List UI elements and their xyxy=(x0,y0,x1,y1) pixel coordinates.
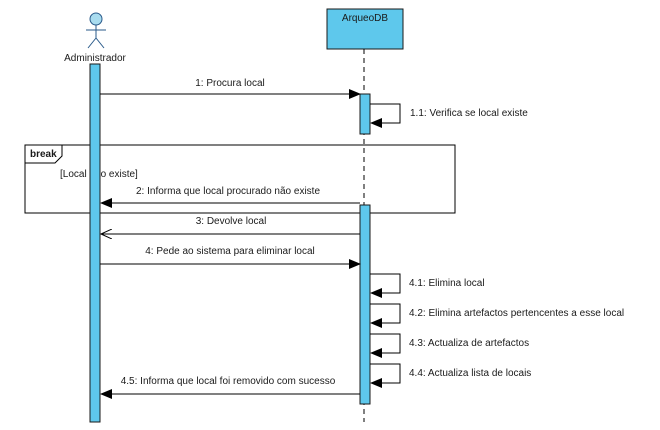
message-4-2-arrow xyxy=(370,303,401,328)
message-4-1-label: 4.1: Elimina local xyxy=(409,278,485,289)
actor-head-icon xyxy=(89,12,103,26)
message-4-4-arrow xyxy=(370,363,401,388)
message-2-label: 2: Informa que local procurado não exist… xyxy=(136,186,320,197)
actor-leg-right-icon xyxy=(95,37,105,49)
message-4[interactable]: 4: Pede ao sistema para eliminar local xyxy=(100,246,361,269)
message-4-2[interactable]: 4.2: Elimina artefactos pertencentes a e… xyxy=(370,303,624,328)
message-1-1-arrow xyxy=(370,103,401,128)
message-1[interactable]: 1: Procura local xyxy=(100,78,361,99)
message-4-2-label: 4.2: Elimina artefactos pertencentes a e… xyxy=(409,308,624,319)
actor-activation-bar xyxy=(89,63,101,423)
message-4-5[interactable]: 4.5: Informa que local foi removido com … xyxy=(100,376,360,399)
fragment-operator: break xyxy=(30,149,57,160)
message-4-4-label: 4.4: Actualiza lista de locais xyxy=(409,368,531,379)
message-2[interactable]: 2: Informa que local procurado não exist… xyxy=(100,186,360,208)
fragment-label-tab xyxy=(24,144,63,164)
message-4-1[interactable]: 4.1: Elimina local xyxy=(370,273,485,298)
fragment-frame xyxy=(24,144,456,214)
object-arqueodb[interactable]: ArqueoDB xyxy=(326,8,404,50)
message-4-3[interactable]: 4.3: Actualiza de artefactos xyxy=(370,333,529,358)
message-4-3-arrow xyxy=(370,333,401,358)
message-4-4[interactable]: 4.4: Actualiza lista de locais xyxy=(370,363,531,388)
message-3[interactable]: 3: Devolve local xyxy=(101,216,360,234)
message-4-3-label: 4.3: Actualiza de artefactos xyxy=(409,338,529,349)
object-activation-bar-2 xyxy=(359,204,371,405)
object-box xyxy=(326,8,404,50)
message-4-5-label: 4.5: Informa que local foi removido com … xyxy=(121,376,336,387)
message-4-label: 4: Pede ao sistema para eliminar local xyxy=(145,246,315,257)
message-4-1-arrow xyxy=(370,273,401,298)
message-1-label: 1: Procura local xyxy=(195,78,264,89)
message-3-label: 3: Devolve local xyxy=(196,216,267,227)
actor-leg-left-icon xyxy=(87,37,97,49)
actor-administrador[interactable]: Administrador xyxy=(64,12,127,64)
message-1-1[interactable]: 1.1: Verifica se local existe xyxy=(370,103,528,128)
actor-name: Administrador xyxy=(64,53,126,64)
message-1-1-label: 1.1: Verifica se local existe xyxy=(410,108,528,119)
object-name: ArqueoDB xyxy=(342,13,388,24)
object-activation-bar-1 xyxy=(359,93,371,135)
